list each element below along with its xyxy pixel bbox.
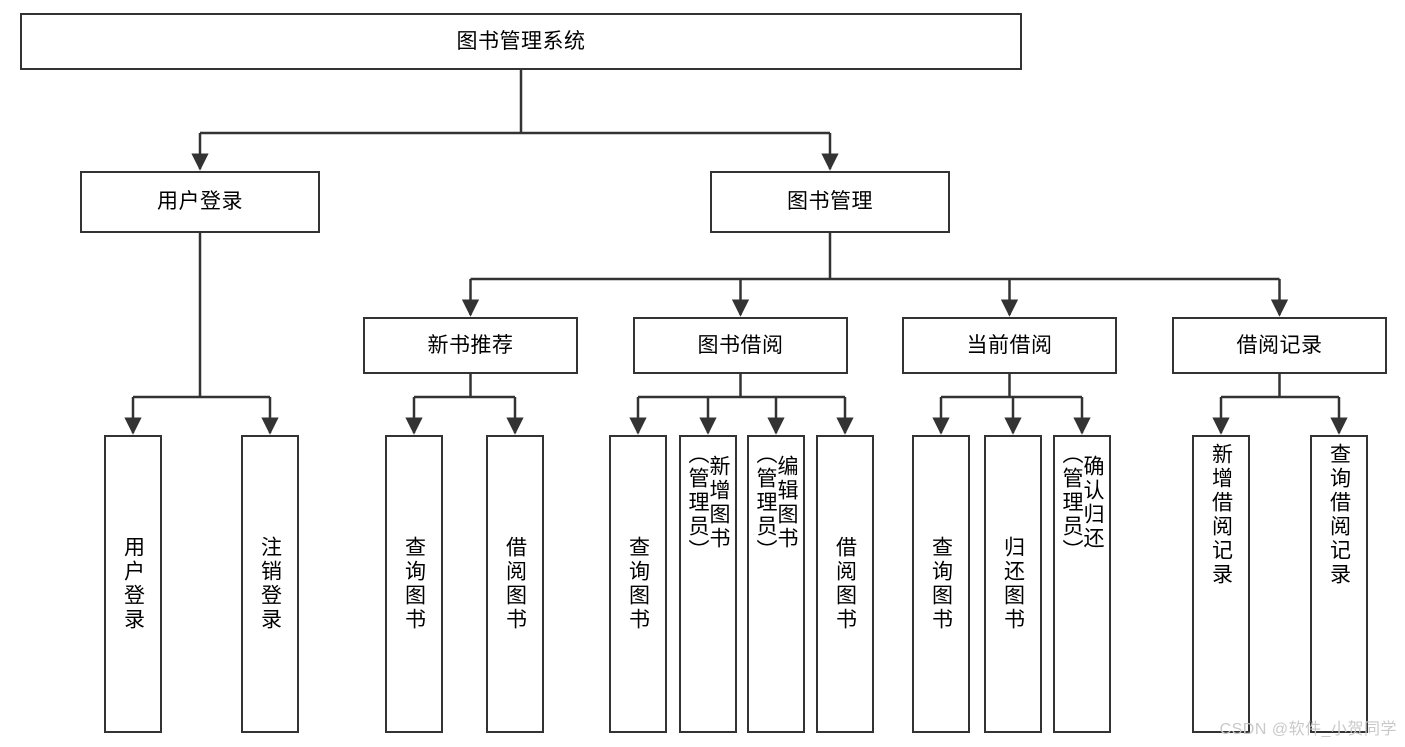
node-leaf-c-confirm[interactable]: 确认归还 （管理员） xyxy=(1053,435,1111,733)
node-label: 借阅图书 xyxy=(503,536,527,632)
node-label: 借阅记录 xyxy=(1236,333,1323,357)
node-l2-book[interactable]: 图书管理 xyxy=(710,171,950,233)
node-label: 当前借阅 xyxy=(966,333,1053,357)
node-label: 借阅图书 xyxy=(833,536,857,632)
node-leaf-b-query[interactable]: 查询图书 xyxy=(609,435,667,733)
node-leaf-user-logout[interactable]: 注销登录 xyxy=(241,435,299,733)
node-leaf-new-borrow[interactable]: 借阅图书 xyxy=(486,435,544,733)
node-leaf-r-add[interactable]: 新增借阅记录 xyxy=(1192,435,1250,733)
node-leaf-b-borrow[interactable]: 借阅图书 xyxy=(816,435,874,733)
node-label: 查询借阅记录 xyxy=(1327,443,1351,587)
edge-group xyxy=(124,70,1348,435)
node-leaf-c-query[interactable]: 查询图书 xyxy=(912,435,970,733)
node-root[interactable]: 图书管理系统 xyxy=(20,13,1022,70)
node-label: 新增借阅记录 xyxy=(1209,443,1233,587)
node-label: 新书推荐 xyxy=(427,333,514,357)
node-label: 查询图书 xyxy=(929,536,953,632)
node-l2-user[interactable]: 用户登录 xyxy=(80,171,320,233)
node-label: 用户登录 xyxy=(121,536,145,632)
node-l3-borrow[interactable]: 图书借阅 xyxy=(633,317,848,374)
node-label: 图书借阅 xyxy=(697,333,784,357)
node-l3-new[interactable]: 新书推荐 xyxy=(363,317,578,374)
watermark: CSDN @软件_小贺同学 xyxy=(1219,721,1397,738)
node-label: 查询图书 xyxy=(402,536,426,632)
node-leaf-r-query[interactable]: 查询借阅记录 xyxy=(1310,435,1368,733)
node-leaf-b-add[interactable]: 新增图书 （管理员） xyxy=(679,435,737,733)
node-label: 确认归还 （管理员） xyxy=(1060,443,1104,563)
node-l3-current[interactable]: 当前借阅 xyxy=(902,317,1117,374)
node-label: 用户登录 xyxy=(157,190,243,214)
node-label: 新增图书 （管理员） xyxy=(686,443,730,563)
node-label: 图书管理 xyxy=(787,190,873,214)
node-leaf-c-return[interactable]: 归还图书 xyxy=(984,435,1042,733)
node-leaf-b-edit[interactable]: 编辑图书 （管理员） xyxy=(747,435,805,733)
node-label: 查询图书 xyxy=(626,536,650,632)
node-label: 编辑图书 （管理员） xyxy=(754,443,798,563)
node-leaf-new-query[interactable]: 查询图书 xyxy=(385,435,443,733)
node-leaf-user-login[interactable]: 用户登录 xyxy=(104,435,162,733)
node-label: 注销登录 xyxy=(258,536,282,632)
node-l3-record[interactable]: 借阅记录 xyxy=(1172,317,1387,374)
node-label: 归还图书 xyxy=(1001,536,1025,632)
node-label: 图书管理系统 xyxy=(456,29,586,53)
